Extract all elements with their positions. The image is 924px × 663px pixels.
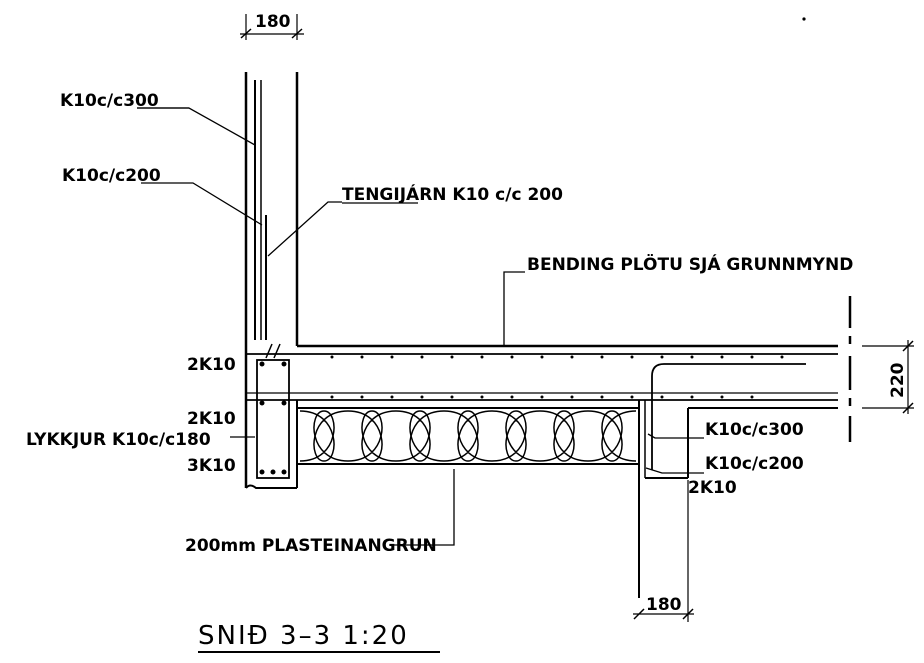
dim-bottom-text: 180: [646, 595, 682, 615]
label-insulation: 200mm PLASTEINANGRUN: [185, 536, 437, 556]
label-k10-c200-right: K10c/c200: [705, 454, 804, 474]
label-k10-c200-top: K10c/c200: [62, 166, 161, 186]
dim-wall-top-text: 180: [255, 12, 291, 32]
label-bending: BENDING PLÖTU SJÁ GRUNNMYND: [527, 253, 853, 275]
label-tengijarn: TENGIJÁRN K10 c/c 200: [342, 183, 563, 205]
dimension-slab-right: 220: [862, 340, 914, 414]
label-k10-c300-right: K10c/c300: [705, 420, 804, 440]
section-title: SNIÐ 3–3 1:20: [198, 621, 409, 651]
insulation: [296, 407, 640, 465]
label-lykkjur: LYKKJUR K10c/c180: [26, 430, 211, 450]
label-2k10-upper: 2K10: [187, 355, 236, 375]
leader-lines: [137, 107, 704, 546]
label-2k10-lower: 2K10: [187, 409, 236, 429]
slab: [246, 344, 838, 598]
stray-dot: [802, 17, 806, 21]
labels: K10c/c300 K10c/c200 TENGIJÁRN K10 c/c 20…: [26, 91, 853, 556]
label-k10-c300-top: K10c/c300: [60, 91, 159, 111]
drawing-title: SNIÐ 3–3 1:20: [198, 621, 440, 653]
dimension-wall-top: 180: [240, 12, 304, 40]
label-3k10: 3K10: [187, 456, 236, 476]
dimension-bottom: 180: [633, 480, 694, 622]
label-2k10-right: 2K10: [688, 478, 737, 498]
wall: [244, 72, 299, 488]
dim-slab-right-text: 220: [888, 362, 908, 398]
footing: [245, 343, 298, 489]
